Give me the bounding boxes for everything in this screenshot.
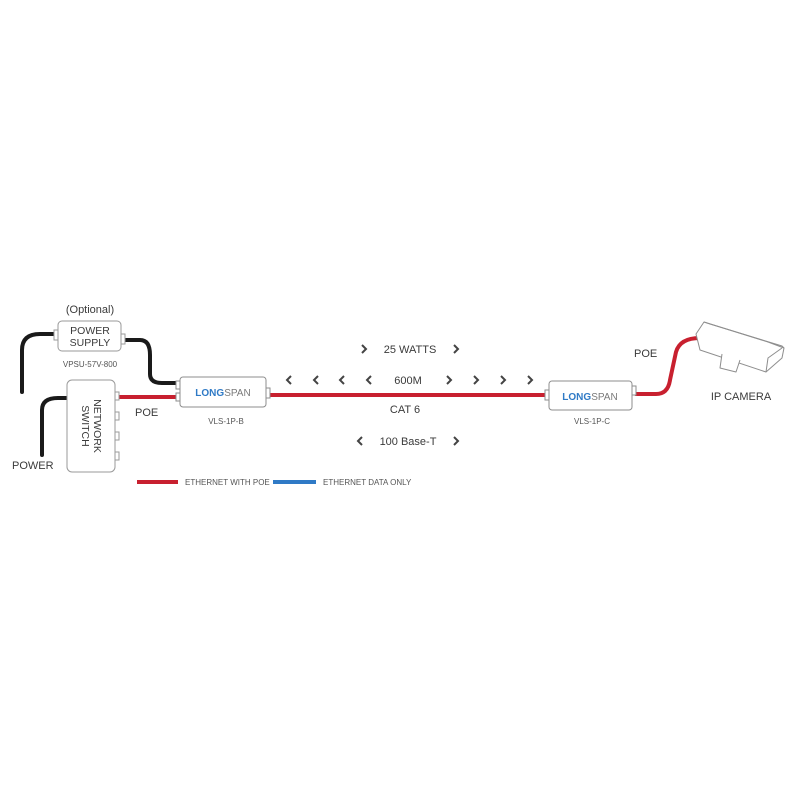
switch-port-4 bbox=[114, 451, 120, 461]
power-supply-tab-left bbox=[53, 329, 59, 341]
transmitter-model: VLS-1P-B bbox=[208, 417, 244, 426]
watts-right-chevron-icon bbox=[453, 344, 460, 354]
network-switch-line1: NETWORK bbox=[91, 399, 103, 453]
cable-label: CAT 6 bbox=[390, 404, 420, 416]
legend-poe-label: ETHERNET WITH POE bbox=[185, 478, 270, 487]
transmitter-brand-long: LONG bbox=[195, 388, 224, 399]
transmitter-end-right bbox=[265, 387, 271, 399]
watts-left-chevron-icon bbox=[361, 344, 368, 354]
power-supply-model: VPSU-57V-800 bbox=[63, 360, 118, 369]
transmitter-brand-span: SPAN bbox=[224, 388, 251, 399]
switch-port-2 bbox=[114, 411, 120, 421]
transmitter-end-left bbox=[175, 380, 181, 390]
camera-hood bbox=[703, 321, 785, 349]
distance-left-chevron-icon bbox=[312, 375, 319, 385]
distance-left-chevron-icon bbox=[285, 375, 292, 385]
power-supply-tab-right bbox=[120, 333, 126, 345]
transmitter-brand: LONGSPAN bbox=[195, 388, 250, 399]
camera-mount bbox=[719, 353, 741, 373]
speed-right-chevron-icon bbox=[453, 436, 460, 446]
power-supply-optional-label: (Optional) bbox=[66, 304, 114, 316]
distance-left-chevron-icon bbox=[365, 375, 372, 385]
speed-left-chevron-icon bbox=[356, 436, 363, 446]
receiver-brand-span: SPAN bbox=[591, 392, 618, 403]
camera-body bbox=[695, 321, 785, 373]
distance-right-chevron-icon bbox=[527, 375, 534, 385]
legend-data-only-label: ETHERNET DATA ONLY bbox=[323, 478, 412, 487]
poe-cable-camera bbox=[634, 336, 702, 396]
receiver-end-left bbox=[544, 389, 550, 401]
power-supply-line1: POWER bbox=[70, 325, 110, 337]
distance-label: 600M bbox=[394, 375, 422, 387]
receiver-brand: LONGSPAN bbox=[562, 392, 617, 403]
receiver-brand-long: LONG bbox=[562, 392, 591, 403]
power-cable-switch-in bbox=[40, 396, 74, 457]
distance-right-chevron-icon bbox=[473, 375, 480, 385]
power-label: POWER bbox=[12, 460, 54, 472]
distance-right-chevron-icon bbox=[500, 375, 507, 385]
receiver-end-right bbox=[631, 385, 637, 396]
switch-port-3 bbox=[114, 431, 120, 441]
speed-label: 100 Base-T bbox=[380, 436, 437, 448]
power-cable-psu-in bbox=[20, 332, 60, 394]
receiver-model: VLS-1P-C bbox=[574, 417, 610, 426]
distance-left-chevron-icon bbox=[338, 375, 345, 385]
ip-camera-label: IP CAMERA bbox=[711, 391, 772, 403]
transmitter-end-left-2 bbox=[175, 392, 181, 402]
power-supply-line2: SUPPLY bbox=[70, 337, 111, 349]
network-switch-line2: SWITCH bbox=[79, 405, 91, 446]
power-cable-psu-out bbox=[119, 338, 182, 385]
distance-right-chevron-icon bbox=[446, 375, 453, 385]
ip-camera-icon bbox=[695, 321, 785, 373]
poe-label-right: POE bbox=[634, 348, 657, 360]
watts-label: 25 WATTS bbox=[384, 344, 437, 356]
network-switch-box bbox=[66, 379, 116, 473]
switch-port-1 bbox=[114, 391, 120, 401]
camera-lens-edge bbox=[765, 347, 783, 373]
poe-label-left: POE bbox=[135, 407, 158, 419]
